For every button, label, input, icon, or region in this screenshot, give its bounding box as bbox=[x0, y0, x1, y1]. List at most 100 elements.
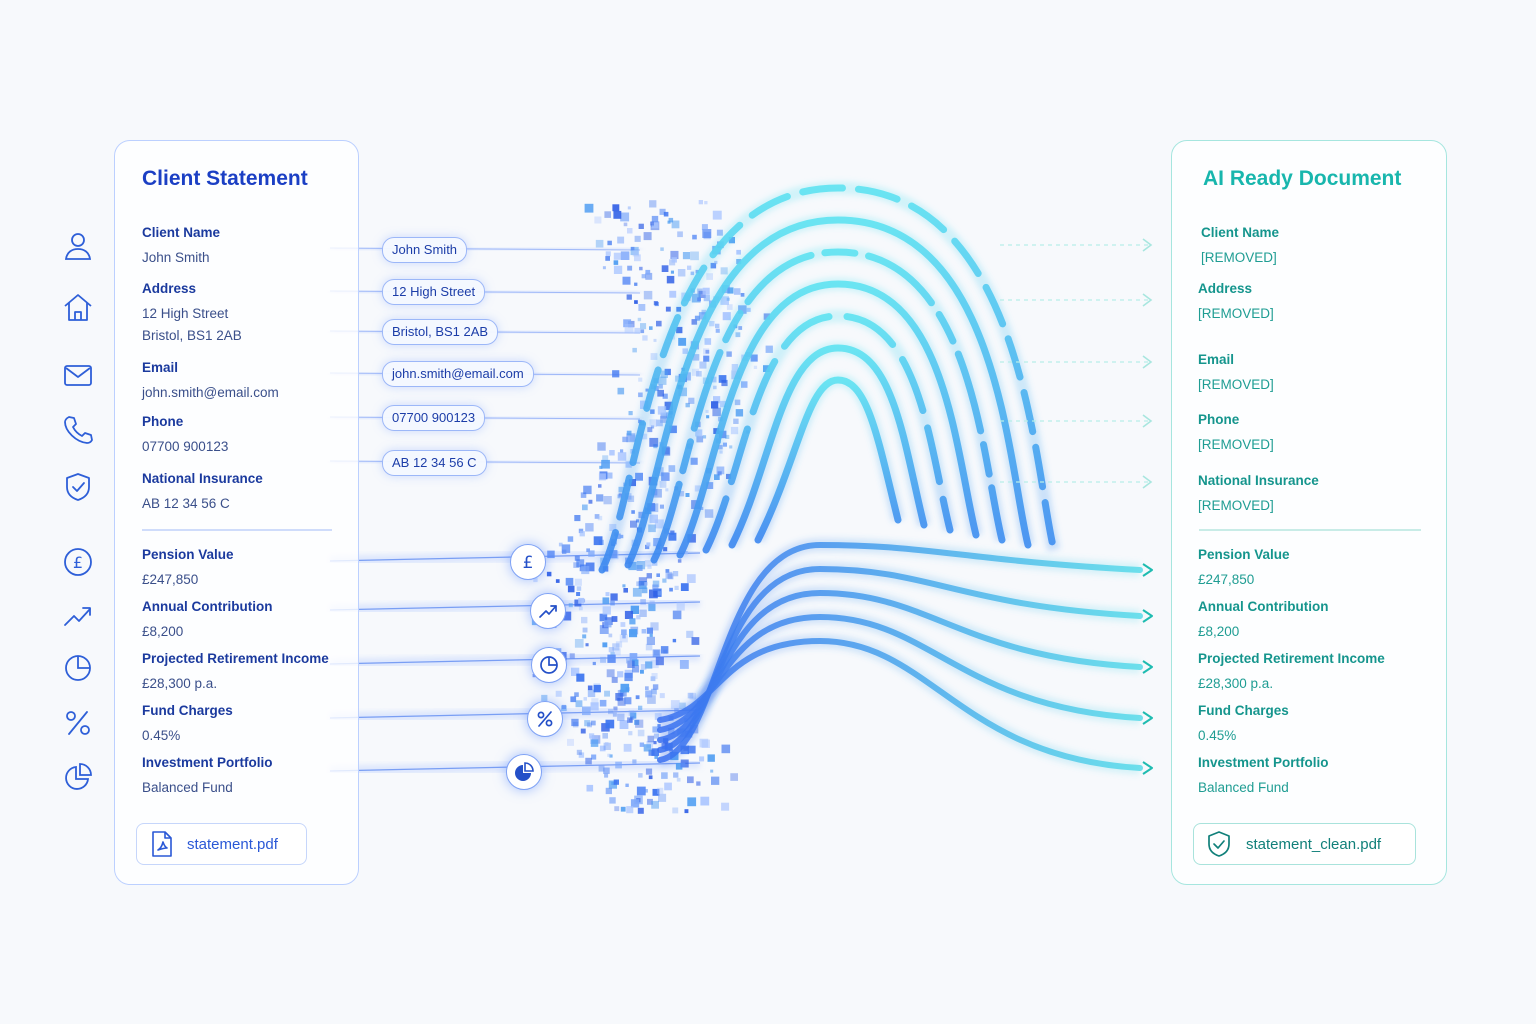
pixel bbox=[653, 741, 657, 745]
pixel bbox=[570, 696, 577, 703]
pixel bbox=[635, 472, 643, 481]
shield-check-icon bbox=[1208, 831, 1230, 857]
pixel bbox=[670, 250, 679, 259]
pixel bbox=[636, 615, 641, 620]
fingerprint-arc bbox=[754, 376, 902, 544]
pixel bbox=[699, 756, 705, 762]
pixel bbox=[735, 409, 744, 417]
pixel bbox=[599, 613, 608, 622]
pixel bbox=[684, 809, 689, 814]
pixel bbox=[627, 228, 633, 234]
pixel bbox=[660, 416, 667, 423]
pixel bbox=[736, 249, 741, 255]
pixel bbox=[632, 759, 637, 764]
pixel bbox=[620, 806, 626, 812]
pixel bbox=[624, 324, 634, 333]
pixel bbox=[561, 704, 566, 709]
pixel bbox=[645, 690, 653, 698]
pixel bbox=[643, 232, 652, 241]
field-value: £8,200 bbox=[1198, 624, 1240, 639]
pixel bbox=[634, 235, 641, 242]
pixel bbox=[639, 266, 643, 271]
pixel bbox=[670, 270, 674, 274]
field-label: Fund Charges bbox=[1198, 703, 1289, 718]
pixel bbox=[567, 738, 574, 746]
pixel bbox=[711, 401, 719, 409]
pixel bbox=[634, 282, 638, 286]
pixel bbox=[665, 488, 669, 492]
pixel bbox=[617, 713, 625, 721]
pixel bbox=[704, 338, 712, 345]
pound-icon: £ bbox=[510, 544, 546, 580]
statement-file-button[interactable]: statement.pdf bbox=[136, 823, 307, 865]
fingerprint-arc bbox=[624, 216, 1032, 569]
pixel bbox=[627, 717, 633, 723]
pixel bbox=[608, 633, 613, 638]
pixel bbox=[703, 348, 710, 355]
client-name-field: Client Name John Smith bbox=[142, 225, 220, 269]
pixel bbox=[620, 212, 630, 222]
pixel bbox=[590, 720, 596, 726]
phone-icon bbox=[64, 416, 93, 444]
pixel bbox=[664, 368, 671, 376]
svg-text:£: £ bbox=[523, 553, 534, 573]
pixel bbox=[713, 385, 717, 390]
pixel bbox=[665, 306, 671, 312]
pixel bbox=[700, 796, 710, 806]
address-field: Address 12 High Street Bristol, BS1 2AB bbox=[142, 281, 242, 347]
pixel bbox=[690, 457, 698, 465]
pixel bbox=[629, 618, 636, 625]
pixel bbox=[667, 573, 674, 580]
pixel bbox=[605, 256, 610, 261]
pixel bbox=[636, 786, 646, 796]
pixel bbox=[733, 418, 739, 424]
pixel bbox=[679, 660, 689, 669]
investment-portfolio-field: Investment Portfolio Balanced Fund bbox=[1198, 755, 1329, 799]
field-label: Email bbox=[142, 360, 179, 375]
pixel bbox=[615, 693, 623, 701]
pixel bbox=[666, 275, 675, 284]
pixel bbox=[643, 290, 653, 300]
pixel bbox=[604, 773, 609, 778]
pixel bbox=[621, 629, 627, 635]
pixel bbox=[672, 571, 679, 577]
pixel bbox=[628, 731, 633, 736]
pixel bbox=[623, 588, 628, 593]
pixel bbox=[626, 658, 632, 664]
pixel bbox=[565, 577, 574, 586]
pixel bbox=[626, 294, 632, 300]
pixel bbox=[576, 749, 582, 755]
pixel bbox=[533, 577, 538, 583]
field-label: Email bbox=[1198, 352, 1235, 367]
pixel bbox=[651, 221, 659, 229]
pixel bbox=[664, 782, 672, 791]
pii-chip: 07700 900123 bbox=[382, 405, 486, 431]
pixel bbox=[722, 442, 727, 447]
pixel bbox=[632, 587, 642, 597]
clean-file-button[interactable]: statement_clean.pdf bbox=[1193, 823, 1416, 865]
pixel bbox=[586, 784, 594, 792]
field-label: Fund Charges bbox=[142, 703, 233, 718]
pixel bbox=[593, 685, 601, 693]
pixel bbox=[623, 743, 632, 752]
pixel bbox=[680, 762, 686, 768]
pixel bbox=[571, 718, 579, 727]
arrow-head bbox=[1142, 238, 1153, 252]
pixel bbox=[649, 633, 653, 637]
pixel bbox=[641, 629, 647, 634]
pixel bbox=[601, 723, 610, 732]
pixel bbox=[627, 660, 635, 668]
pixel bbox=[647, 798, 653, 805]
fingerprint-arcs bbox=[596, 181, 1143, 775]
field-label: Projected Retirement Income bbox=[142, 651, 329, 666]
pixel bbox=[721, 802, 730, 811]
field-value: john.smith@email.com bbox=[142, 385, 279, 400]
pixel bbox=[672, 610, 682, 620]
pixel bbox=[613, 265, 623, 274]
client-name-field: Client Name [REMOVED] bbox=[1201, 225, 1279, 269]
pixel bbox=[575, 700, 583, 708]
pixel bbox=[717, 471, 722, 476]
pixel bbox=[660, 646, 669, 654]
pixel bbox=[687, 776, 694, 784]
pixel bbox=[586, 548, 590, 553]
